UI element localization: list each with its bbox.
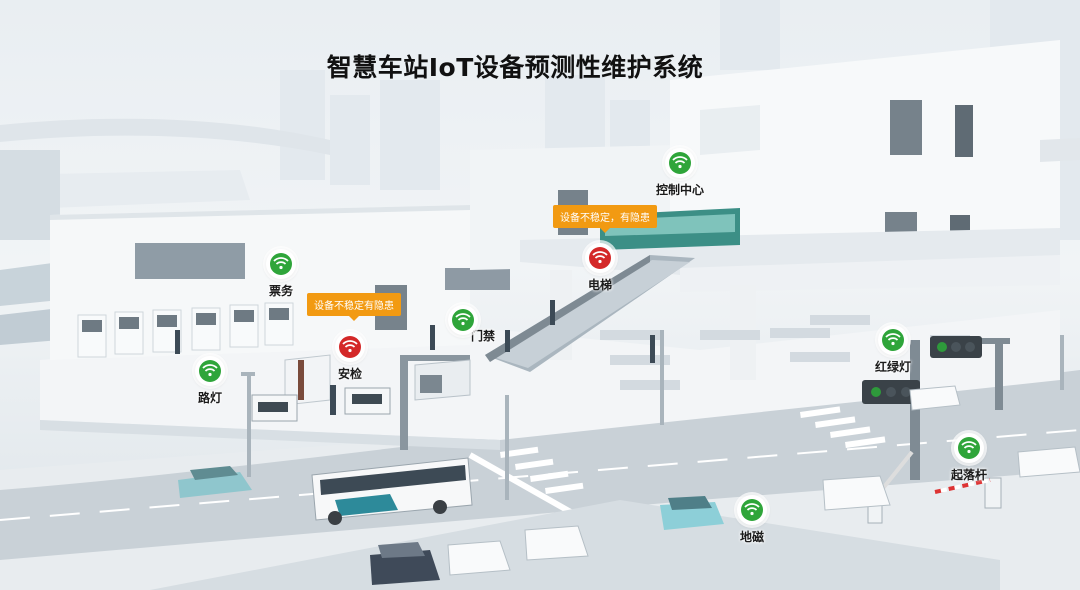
device-label: 红绿灯 [874, 360, 911, 374]
wifi-icon [335, 332, 365, 362]
device-streetlight[interactable]: 路灯 [170, 356, 250, 406]
device-label: 安检 [337, 367, 362, 381]
wifi-icon [585, 243, 615, 273]
security-alert-tooltip: 设备不稳定有隐患 [307, 293, 401, 321]
device-ticket[interactable]: 票务 [241, 249, 321, 299]
device-gate[interactable]: 门禁 [423, 305, 503, 344]
wifi-icon [878, 325, 908, 355]
wifi-icon [954, 433, 984, 463]
wifi-icon [448, 305, 478, 335]
device-security[interactable]: 安检 [310, 332, 390, 382]
device-label: 电梯 [587, 278, 612, 292]
device-escalator[interactable]: 电梯 [560, 243, 640, 293]
device-label: 门禁 [470, 329, 495, 343]
wifi-icon [195, 356, 225, 386]
device-label: 起落杆 [950, 468, 987, 482]
page-title: 智慧车站IoT设备预测性维护系统 [326, 53, 704, 82]
device-control[interactable]: 控制中心 [640, 148, 720, 198]
device-trafficlight[interactable]: 红绿灯 [853, 325, 933, 375]
device-geomagnetic[interactable]: 地磁 [712, 495, 792, 545]
wifi-icon [665, 148, 695, 178]
device-label: 路灯 [197, 391, 222, 405]
device-label: 控制中心 [655, 183, 704, 197]
device-label: 票务 [268, 284, 293, 298]
wifi-icon [266, 249, 296, 279]
wifi-icon [737, 495, 767, 525]
escalator-alert-tooltip: 设备不稳定，有隐患 [553, 205, 657, 233]
device-barrier[interactable]: 起落杆 [929, 433, 1009, 483]
device-label: 地磁 [739, 530, 764, 544]
